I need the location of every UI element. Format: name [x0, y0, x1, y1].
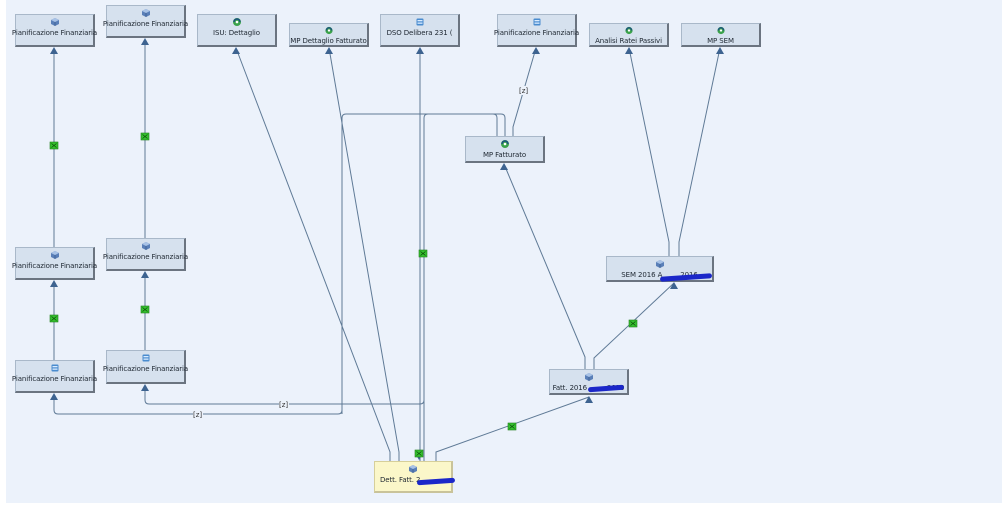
multiprovider-icon: [716, 26, 725, 35]
dso-icon: [416, 18, 423, 26]
edge-to-n13[interactable]: [144, 385, 425, 405]
node-isu-dettaglio[interactable]: ISU: Dettaglio: [197, 14, 277, 47]
arrow-n12: [50, 393, 58, 400]
dtp-icon: [z]: [193, 410, 203, 419]
arrow-n3: [232, 47, 240, 54]
node-label: Pianificazione Finanziaria: [11, 29, 98, 37]
node-label: Analisi Ratei Passivi: [595, 37, 662, 45]
edge-n14-n7[interactable]: [628, 47, 670, 256]
edge-n9-n6[interactable]: [512, 47, 537, 136]
arrow-n1: [50, 47, 58, 54]
label-visible: Fatt. 2016: [552, 384, 588, 392]
dtp-label: [z]: [193, 411, 202, 419]
arrow-n15: [585, 396, 593, 403]
node-analisi-ratei-passivi[interactable]: Analisi Ratei Passivi: [589, 23, 669, 47]
node-sem-2016[interactable]: SEM 2016 A2016: [606, 256, 714, 282]
arrow-n7: [625, 47, 633, 54]
edge-n15-n9[interactable]: [503, 163, 586, 369]
transformation-icon: [507, 422, 517, 431]
transformation-icon: [49, 314, 59, 323]
node-label: DSO Delibera 231 (: [386, 29, 453, 37]
dtp-label: [z]: [519, 87, 528, 95]
edge-n13-loop[interactable]: [341, 113, 506, 415]
dso-icon: [533, 18, 540, 26]
node-label: ISU: Dettaglio: [213, 29, 260, 37]
label-visible: Dett. Fatt. 2: [380, 476, 421, 484]
dso-icon: [51, 364, 58, 372]
node-pianificazione-finanziaria[interactable]: Pianificazione Finanziaria: [493, 14, 580, 47]
infocube-icon: [141, 242, 150, 250]
dtp-icon: [z]: [279, 400, 289, 409]
infocube-icon: [409, 465, 417, 473]
node-dso-delibera-231[interactable]: DSO Delibera 231 (: [380, 14, 460, 47]
edge-n14-n8[interactable]: [678, 47, 721, 256]
infocube-icon: [584, 373, 593, 381]
node-label: Pianificazione Finanziaria: [11, 262, 98, 270]
arrow-n4: [325, 47, 333, 54]
transformation-icon: [140, 132, 150, 141]
datasource-icon: [232, 18, 241, 26]
node-pianificazione-finanziaria[interactable]: Pianificazione Finanziaria: [102, 350, 189, 384]
node-label: MP SEM: [707, 37, 734, 45]
edge-n16-n3[interactable]: [235, 47, 391, 461]
node-pianificazione-finanziaria[interactable]: Pianificazione Finanziaria: [11, 14, 98, 47]
node-pianificazione-finanziaria[interactable]: Pianificazione Finanziaria: [11, 247, 98, 280]
dtp-label: [z]: [279, 401, 288, 409]
node-pianificazione-finanziaria[interactable]: Pianificazione Finanziaria: [102, 5, 189, 38]
arrow-n8: [716, 47, 724, 54]
node-label: Pianificazione Finanziaria: [102, 253, 189, 261]
transformation-icon: [628, 319, 638, 328]
node-pianificazione-finanziaria[interactable]: Pianificazione Finanziaria: [11, 360, 98, 393]
node-dett-fatt-2016[interactable]: Dett. Fatt. 2: [374, 461, 456, 493]
multiprovider-icon: [624, 26, 633, 35]
transformation-markers[interactable]: [49, 132, 638, 458]
node-label: Pianificazione Finanziaria: [102, 365, 189, 373]
node-label: Pianificazione Finanziaria: [493, 29, 580, 37]
label-visible: SEM 2016 A: [621, 271, 663, 279]
node-label: Pianificazione Finanziaria: [102, 20, 189, 28]
dtp-icon: [z]: [519, 86, 529, 95]
transformation-icon: [49, 141, 59, 150]
node-pianificazione-finanziaria[interactable]: Pianificazione Finanziaria: [102, 238, 189, 271]
node-label: MP Dettaglio Fatturato: [290, 37, 367, 45]
arrow-n5: [416, 47, 424, 54]
transformation-icon: [414, 449, 424, 458]
arrow-n9: [500, 163, 508, 170]
arrow-n11: [141, 271, 149, 278]
arrowheads: [50, 38, 724, 460]
arrow-n2: [141, 38, 149, 45]
edge-n16-n12[interactable]: [423, 113, 498, 461]
node-label: Pianificazione Finanziaria: [11, 375, 98, 383]
node-mp-dettaglio-fatturato[interactable]: MP Dettaglio Fatturato: [289, 23, 369, 47]
node-fatt-2016[interactable]: Fatt. 20162010: [549, 369, 629, 395]
transformation-icon: [418, 249, 428, 258]
multiprovider-icon: [500, 140, 509, 148]
infocube-icon: [655, 260, 664, 268]
node-label: Dett. Fatt. 2: [380, 476, 421, 484]
multiprovider-icon: [324, 26, 333, 35]
edge-n16-n4[interactable]: [328, 47, 400, 461]
infocube-icon: [50, 18, 59, 26]
arrow-n14: [670, 282, 678, 289]
node-mp-fatturato[interactable]: MP Fatturato: [465, 136, 545, 163]
dso-icon: [142, 354, 149, 362]
transformation-icon: [140, 305, 150, 314]
edge-to-n12[interactable]: [53, 394, 343, 415]
edge-n16-n15[interactable]: [435, 396, 590, 461]
node-label: MP Fatturato: [482, 151, 527, 159]
arrow-n6: [532, 47, 540, 54]
edge-n15-n14[interactable]: [593, 282, 675, 369]
redaction-mark: [416, 477, 456, 486]
infocube-icon: [141, 9, 150, 17]
node-mp-sem[interactable]: MP SEM: [681, 23, 761, 47]
infocube-icon: [50, 251, 59, 259]
arrow-n10: [50, 280, 58, 287]
dtp-markers[interactable]: [z] [z] [z]: [193, 86, 529, 419]
arrow-n13: [141, 384, 149, 391]
